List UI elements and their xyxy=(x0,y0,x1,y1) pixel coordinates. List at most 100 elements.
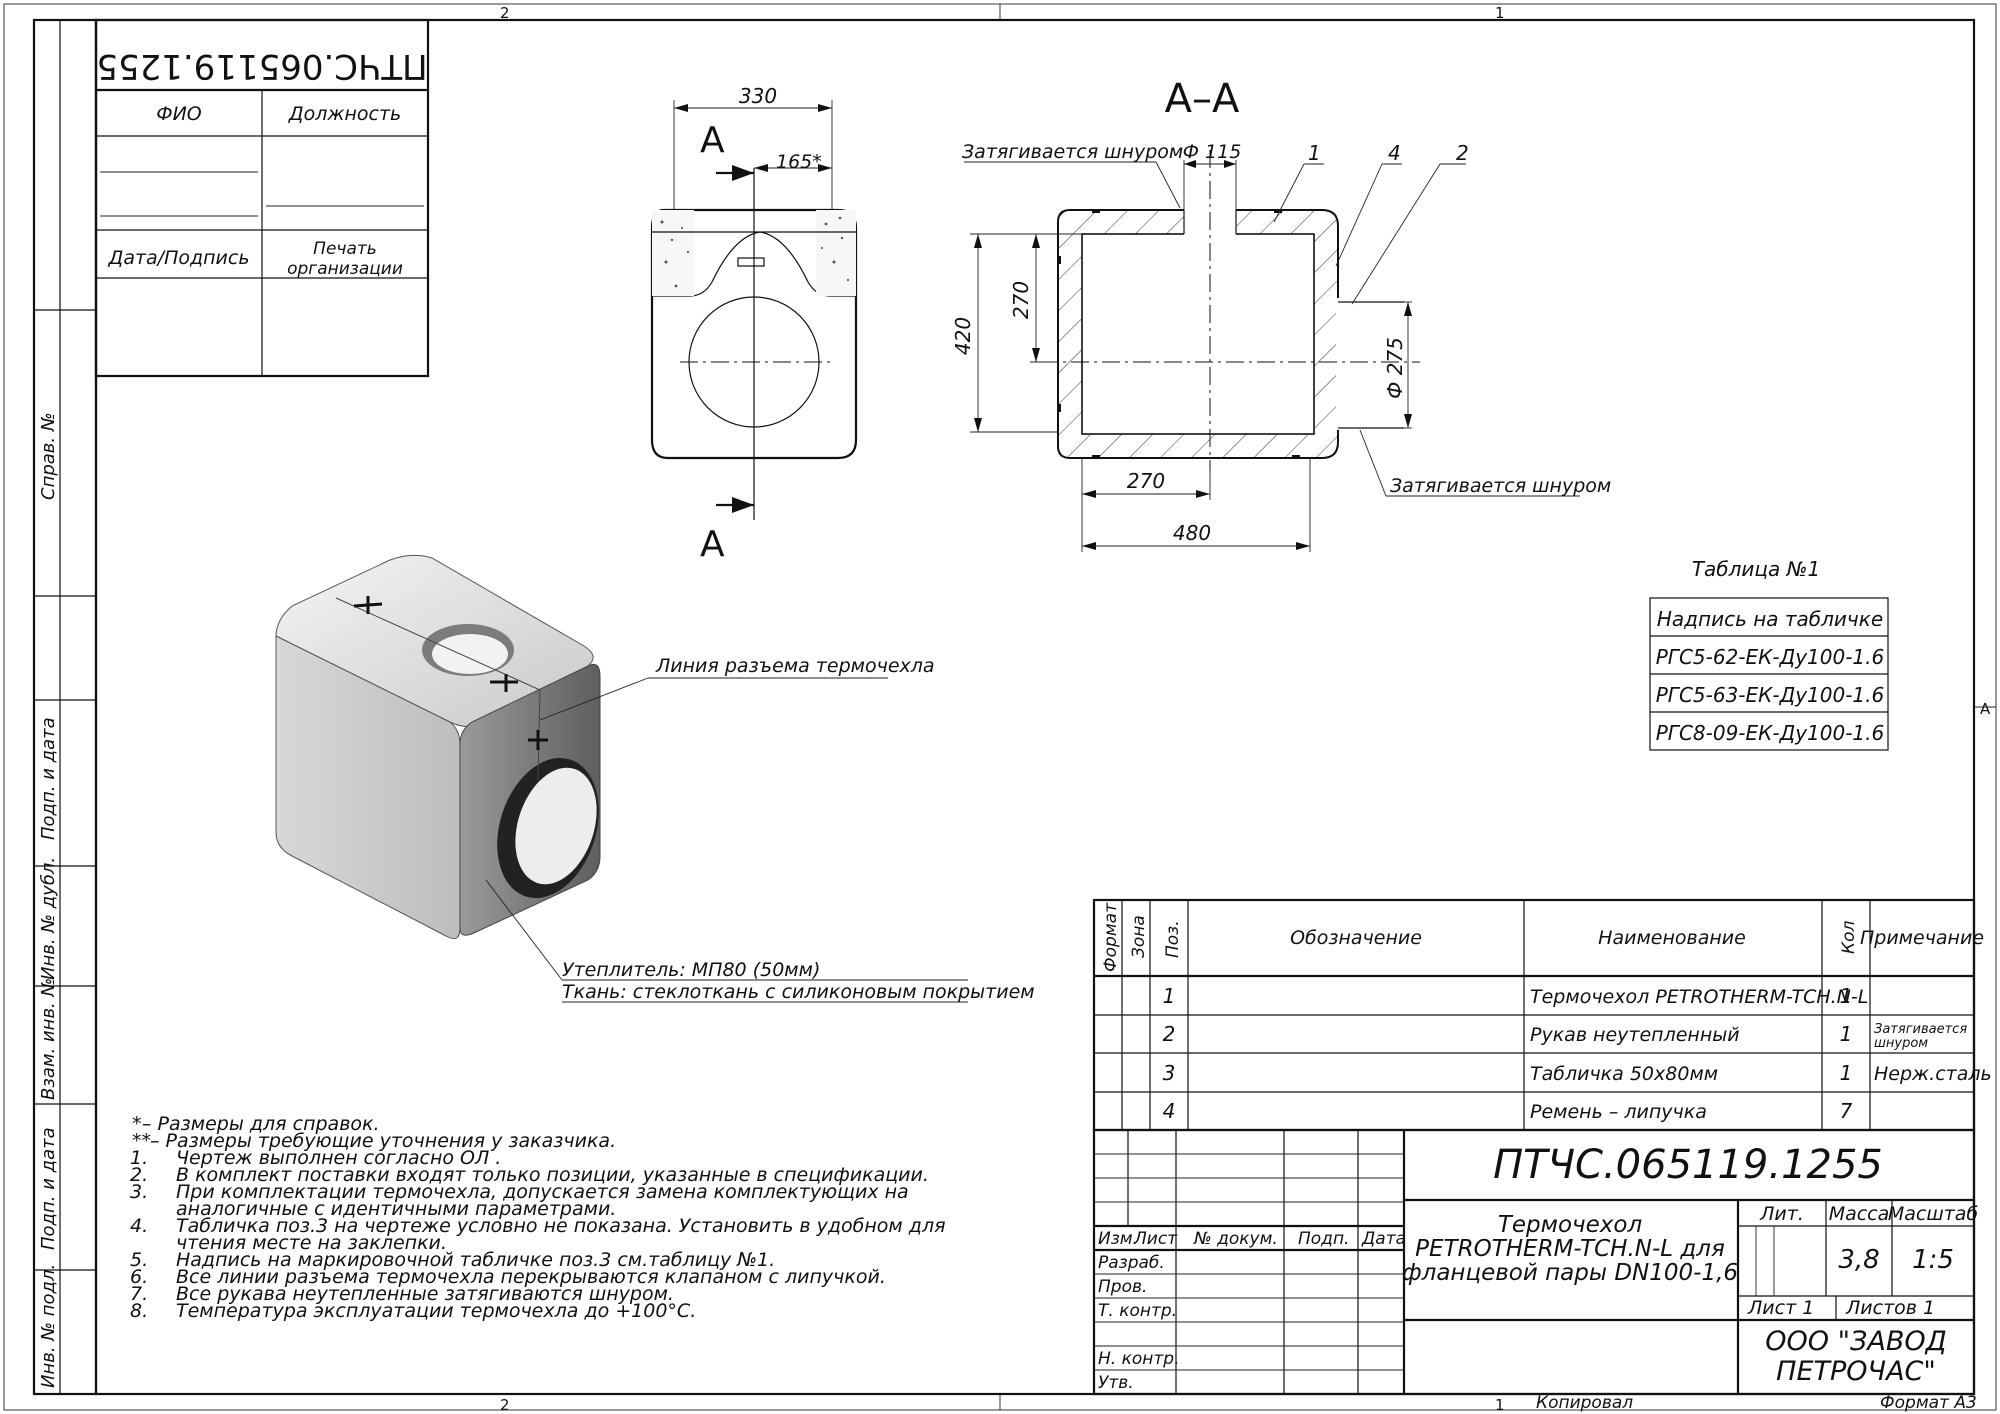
tb-sheet: Лист 1 xyxy=(1747,1297,1814,1319)
stamp-date-sign: Дата/Подпись xyxy=(107,247,249,269)
note-text: Табличка поз.3 на чертеже условно не пок… xyxy=(176,1215,946,1237)
note-number: * xyxy=(132,1113,142,1135)
tb-tkontr: Т. контр. xyxy=(1098,1301,1177,1321)
pos-2: 2 xyxy=(1456,141,1469,165)
note-number: 7. xyxy=(130,1283,148,1305)
spec-h-designation: Обозначение xyxy=(1290,927,1422,949)
tightened-top: Затягивается шнуром xyxy=(962,141,1183,163)
section-mark-top: А xyxy=(700,120,725,161)
dim-270-v: 270 xyxy=(1009,281,1033,319)
note-text: – Размеры требующие уточнения у заказчик… xyxy=(150,1130,616,1152)
dim-dia-115: Ф 115 xyxy=(1183,141,1242,163)
tb-h-list: Лист xyxy=(1133,1229,1178,1249)
dim-165: 165* xyxy=(776,151,822,173)
spec-row-note: шнуром xyxy=(1874,1036,1928,1051)
tb-h-date: Дата xyxy=(1361,1229,1406,1249)
table1-caption: Таблица №1 xyxy=(1692,557,1820,581)
spec-row-name: Термочехол PETROTHERM-TCH.N-L xyxy=(1530,986,1868,1008)
pos-1: 1 xyxy=(1308,141,1321,165)
note-text: При комплектации термочехла, допускается… xyxy=(176,1181,909,1203)
stamp-seal-1: Печать xyxy=(313,239,377,259)
spec-row-qty: 1 xyxy=(1840,1061,1853,1085)
tb-prov: Пров. xyxy=(1098,1277,1147,1297)
copied-by-label: Копировал xyxy=(1536,1393,1633,1413)
fabric-label: Ткань: стеклоткань с силиконовым покрыти… xyxy=(562,981,1035,1003)
spec-row-qty: 7 xyxy=(1840,1099,1853,1123)
tb-company-1: ООО "ЗАВОД xyxy=(1765,1326,1946,1357)
spec-row-pos: 2 xyxy=(1163,1022,1176,1046)
dim-dia-275: Ф 275 xyxy=(1383,337,1407,399)
tb-title-1: Термочехол xyxy=(1498,1212,1643,1238)
spec-row-pos: 4 xyxy=(1163,1099,1176,1123)
spec-row-note: Затягивается xyxy=(1874,1022,1967,1037)
note-text: Надпись на маркировочной табличке поз.3 … xyxy=(176,1249,775,1271)
tb-h-izm: Изм. xyxy=(1098,1229,1138,1249)
note-text: Чертеж выполнен согласно ОЛ . xyxy=(176,1147,501,1169)
zone-right: A xyxy=(1980,700,1991,718)
notes: * – Размеры для справок.** – Размеры тре… xyxy=(130,1113,946,1322)
dim-420: 420 xyxy=(951,317,975,355)
pos-4: 4 xyxy=(1388,141,1401,165)
tb-code: ПТЧС.065119.1255 xyxy=(1493,1142,1883,1188)
table1-row: РГС5-63-ЕК-Ду100-1.6 xyxy=(1656,683,1885,707)
tb-title-3: фланцевой пары DN100-1,6 xyxy=(1402,1260,1738,1286)
zone-top-left: 2 xyxy=(500,4,510,22)
side-sign-date-1: Подп. и дата xyxy=(38,717,59,840)
spec-row-pos: 1 xyxy=(1163,984,1176,1008)
side-dup-inv: Инв. № дубл. xyxy=(38,857,59,980)
stamp-seal-2: организации xyxy=(287,259,403,279)
side-ref-no: Справ. № xyxy=(38,412,59,500)
tb-sheets: Листов 1 xyxy=(1845,1297,1935,1319)
spec-h-name: Наименование xyxy=(1598,927,1746,949)
tb-h-lit: Лит. xyxy=(1759,1203,1804,1225)
note-number: 8. xyxy=(130,1300,148,1322)
spec-row-name: Табличка 50х80мм xyxy=(1530,1063,1718,1085)
side-orig-inv: Инв. № подл. xyxy=(38,1264,59,1388)
zone-top-right: 1 xyxy=(1495,4,1505,22)
stamp-fio: ФИО xyxy=(156,103,202,125)
format-label: Формат А3 xyxy=(1880,1393,1977,1413)
tb-h-sign: Подп. xyxy=(1298,1229,1349,1249)
side-strip: Справ. № Подп. и дата Инв. № дубл. Взам.… xyxy=(32,18,98,1396)
dim-330: 330 xyxy=(739,84,777,108)
note-text: В комплект поставки входят только позици… xyxy=(176,1164,929,1186)
note-number: 2. xyxy=(130,1164,148,1186)
section-view: А–А 420 270 270 xyxy=(951,76,1611,552)
tb-nkontr: Н. контр. xyxy=(1098,1349,1179,1369)
spec-h-format: Формат xyxy=(1101,902,1121,972)
note-number: ** xyxy=(132,1130,151,1152)
tightened-bottom: Затягивается шнуром xyxy=(1390,475,1611,497)
zone-bottom-right: 1 xyxy=(1495,1396,1505,1414)
split-line-label: Линия разъема термочехла xyxy=(655,655,935,677)
zone-bottom-left: 2 xyxy=(500,1396,510,1414)
tb-scale: 1:5 xyxy=(1912,1245,1954,1275)
note-text: Все рукава неутепленные затягиваются шну… xyxy=(176,1283,674,1305)
spec-table: Формат Зона Поз. Обозначение Наименовани… xyxy=(1092,898,1992,1132)
table1-header: Надпись на табличке xyxy=(1657,607,1883,631)
tb-h-scale: Масштаб xyxy=(1888,1203,1979,1225)
tb-utv: Утв. xyxy=(1098,1373,1134,1393)
note-text: Температура эксплуатации термочехла до +… xyxy=(176,1300,696,1322)
table1-row: РГС8-09-ЕК-Ду100-1.6 xyxy=(1656,721,1885,745)
note-number: 6. xyxy=(130,1266,148,1288)
tb-h-mass: Масса xyxy=(1829,1203,1890,1225)
spec-row-note: Нерж.сталь xyxy=(1874,1063,1992,1085)
table-1: Таблица №1 Надпись на табличке РГС5-62-Е… xyxy=(1649,557,1889,751)
title-block: Изм. Лист № докум. Подп. Дата Разраб. Пр… xyxy=(1092,1128,1979,1396)
note-text: – Размеры для справок. xyxy=(142,1113,380,1135)
spec-h-note: Примечание xyxy=(1860,927,1984,949)
note-text: аналогичные с идентичными параметрами. xyxy=(176,1198,616,1220)
insulation-label: Утеплитель: МП80 (50мм) xyxy=(562,959,820,981)
tb-razrab: Разраб. xyxy=(1098,1253,1165,1273)
mirrored-code: ПТЧС.065119.1255 xyxy=(96,46,427,86)
note-number: 5. xyxy=(130,1249,148,1271)
table1-row: РГС5-62-ЕК-Ду100-1.6 xyxy=(1656,645,1885,669)
note-number: 1. xyxy=(130,1147,148,1169)
spec-h-zone: Зона xyxy=(1129,915,1149,958)
spec-row-name: Рукав неутепленный xyxy=(1530,1024,1740,1046)
side-sign-date-2: Подп. и дата xyxy=(38,1127,59,1250)
spec-row-qty: 1 xyxy=(1840,1022,1853,1046)
tb-company-2: ПЕТРОЧАС" xyxy=(1776,1356,1936,1387)
spec-row-qty: 1 xyxy=(1840,984,1853,1008)
